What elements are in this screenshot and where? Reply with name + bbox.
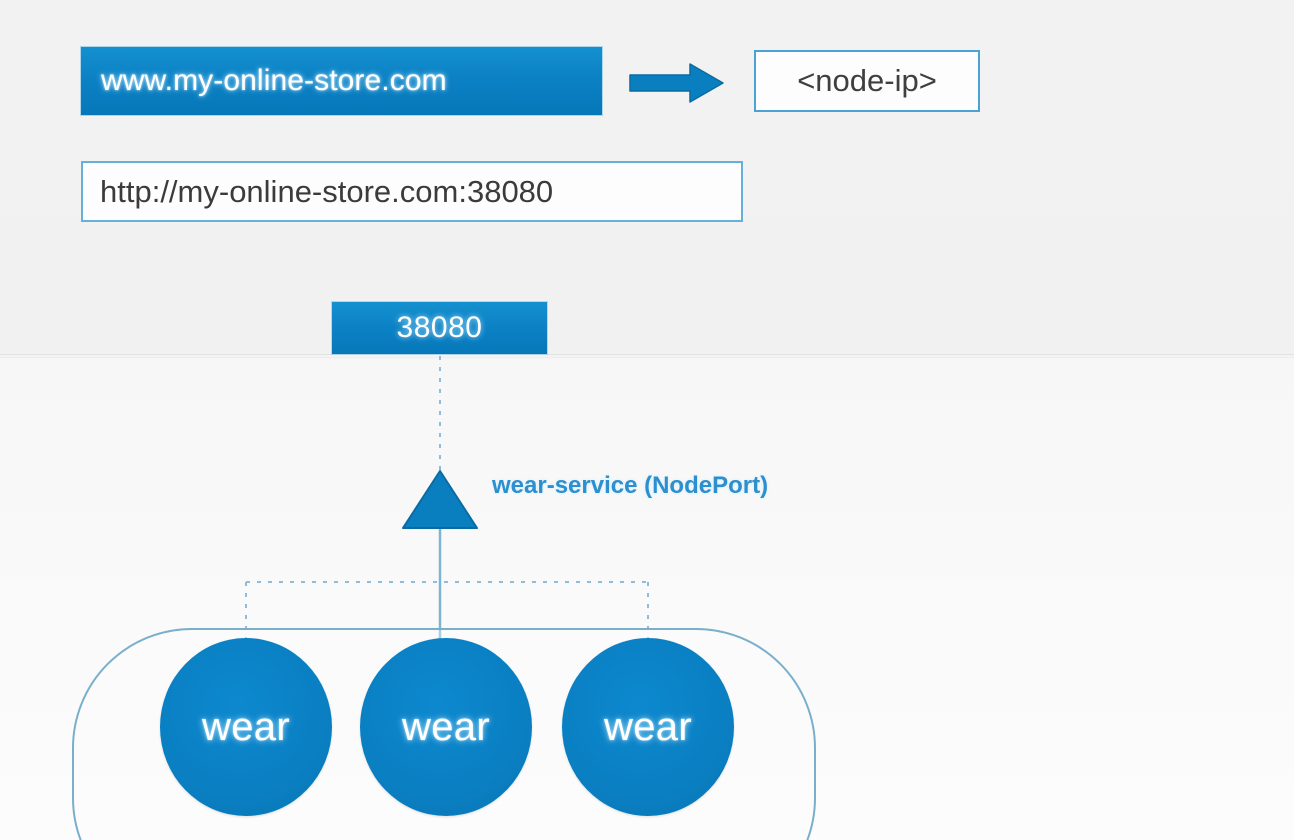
- node-ip-label: <node-ip>: [797, 63, 937, 98]
- pod-label: wear: [604, 704, 692, 749]
- service-triangle-icon: [402, 470, 478, 529]
- domain-name-bar: www.my-online-store.com: [81, 47, 602, 115]
- url-box: http://my-online-store.com:38080: [81, 161, 743, 222]
- section-divider-line-shadow: [0, 357, 1294, 358]
- node-ip-box: <node-ip>: [754, 50, 980, 112]
- arrow-right-icon: [628, 62, 726, 104]
- domain-name-label: www.my-online-store.com: [101, 64, 447, 97]
- pod-label: wear: [202, 704, 290, 749]
- pod-wear-3: wear: [562, 638, 734, 816]
- node-port-label: 38080: [396, 311, 483, 344]
- pod-wear-2: wear: [360, 638, 532, 816]
- node-port-badge: 38080: [332, 302, 547, 354]
- pod-label: wear: [402, 704, 490, 749]
- url-label: http://my-online-store.com:38080: [100, 173, 554, 209]
- service-name-label: wear-service (NodePort): [492, 472, 769, 499]
- section-divider-line: [0, 354, 1294, 355]
- pod-wear-1: wear: [160, 638, 332, 816]
